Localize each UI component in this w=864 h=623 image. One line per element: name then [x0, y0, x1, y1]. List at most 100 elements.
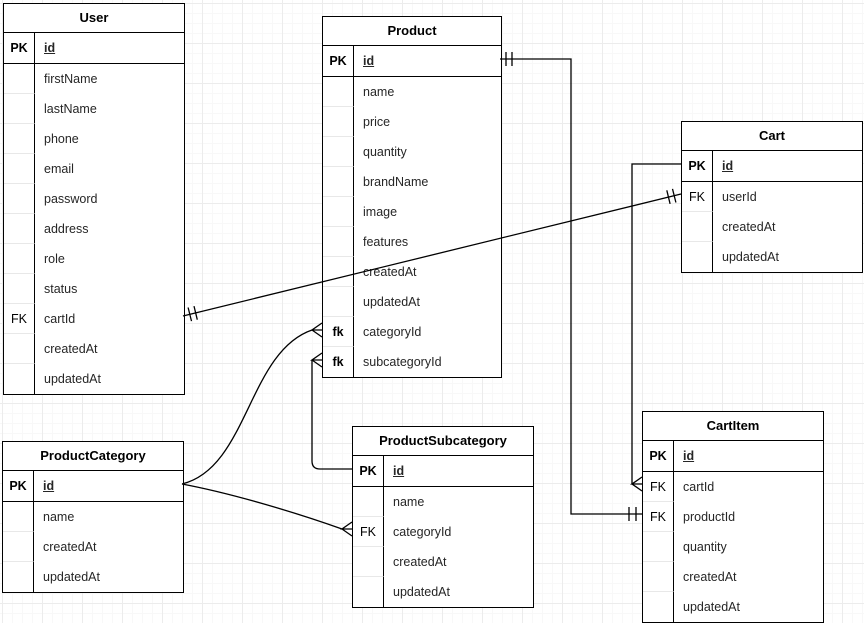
row-key [4, 334, 35, 364]
entity-title: ProductSubcategory [353, 427, 533, 456]
row-key [323, 257, 354, 287]
connector-productcategory-product[interactable] [181, 322, 323, 485]
table-row[interactable]: role [4, 244, 184, 274]
row-key: PK [323, 46, 354, 76]
row-field: id [393, 464, 405, 478]
row-field: updatedAt [43, 570, 100, 584]
row-key: PK [643, 441, 674, 471]
table-row[interactable]: updatedAt [643, 592, 823, 622]
row-key: PK [4, 33, 35, 63]
table-row[interactable]: image [323, 197, 501, 227]
row-key: FK [353, 517, 384, 547]
table-row[interactable]: quantity [643, 532, 823, 562]
table-row[interactable]: phone [4, 124, 184, 154]
row-field: createdAt [44, 342, 98, 356]
table-row[interactable]: name [323, 77, 501, 107]
table-row[interactable]: updatedAt [4, 364, 184, 394]
connector-productcategory-productsubcategory[interactable] [181, 483, 353, 537]
row-field: lastName [44, 102, 97, 116]
table-row[interactable]: address [4, 214, 184, 244]
row-field: brandName [363, 175, 429, 189]
table-row[interactable]: updatedAt [682, 242, 862, 272]
table-row[interactable]: updatedAt [323, 287, 501, 317]
table-row[interactable]: name [353, 487, 533, 517]
table-row[interactable]: updatedAt [3, 562, 183, 592]
row-key [323, 167, 354, 197]
row-key [323, 227, 354, 257]
table-row[interactable]: createdAt [353, 547, 533, 577]
row-field: updatedAt [363, 295, 420, 309]
row-key [4, 64, 35, 94]
table-row[interactable]: email [4, 154, 184, 184]
table-row[interactable]: createdAt [643, 562, 823, 592]
table-row[interactable]: brandName [323, 167, 501, 197]
table-row[interactable]: PK id [4, 33, 184, 64]
table-row[interactable]: lastName [4, 94, 184, 124]
row-field: createdAt [363, 265, 417, 279]
row-field: name [393, 495, 425, 509]
table-row[interactable]: createdAt [682, 212, 862, 242]
row-key [3, 532, 34, 562]
row-field: categoryId [393, 525, 452, 539]
row-field: quantity [363, 145, 407, 159]
row-key [4, 244, 35, 274]
row-key [353, 487, 384, 517]
row-field: features [363, 235, 409, 249]
row-field: id [44, 41, 56, 55]
table-row[interactable]: password [4, 184, 184, 214]
row-key [682, 212, 713, 242]
row-field: id [722, 159, 734, 173]
table-row[interactable]: createdAt [4, 334, 184, 364]
table-row[interactable]: quantity [323, 137, 501, 167]
many-marker [629, 476, 643, 492]
row-key [323, 197, 354, 227]
row-key [4, 124, 35, 154]
row-field: id [43, 479, 55, 493]
table-row[interactable]: status [4, 274, 184, 304]
row-key [4, 184, 35, 214]
row-key [323, 77, 354, 107]
row-key: FK [4, 304, 35, 334]
table-row[interactable]: FK categoryId [353, 517, 533, 547]
row-field: createdAt [393, 555, 447, 569]
row-field: name [363, 85, 395, 99]
entity-title: Cart [682, 122, 862, 151]
row-key [323, 107, 354, 137]
row-key [323, 137, 354, 167]
row-field: quantity [683, 540, 727, 554]
table-row[interactable]: updatedAt [353, 577, 533, 607]
row-key [3, 562, 34, 592]
table-row[interactable]: createdAt [3, 532, 183, 562]
row-key: fk [323, 317, 354, 347]
table-row[interactable]: firstName [4, 64, 184, 94]
table-row[interactable]: price [323, 107, 501, 137]
row-field: updatedAt [683, 600, 740, 614]
row-field: id [683, 449, 695, 463]
table-row[interactable]: name [3, 502, 183, 532]
table-row[interactable]: createdAt [323, 257, 501, 287]
table-row[interactable]: PK id [643, 441, 823, 472]
row-field: createdAt [43, 540, 97, 554]
row-field: name [43, 510, 75, 524]
table-row[interactable]: features [323, 227, 501, 257]
entity-title: CartItem [643, 412, 823, 441]
row-key: fk [323, 347, 354, 377]
row-field: password [44, 192, 98, 206]
